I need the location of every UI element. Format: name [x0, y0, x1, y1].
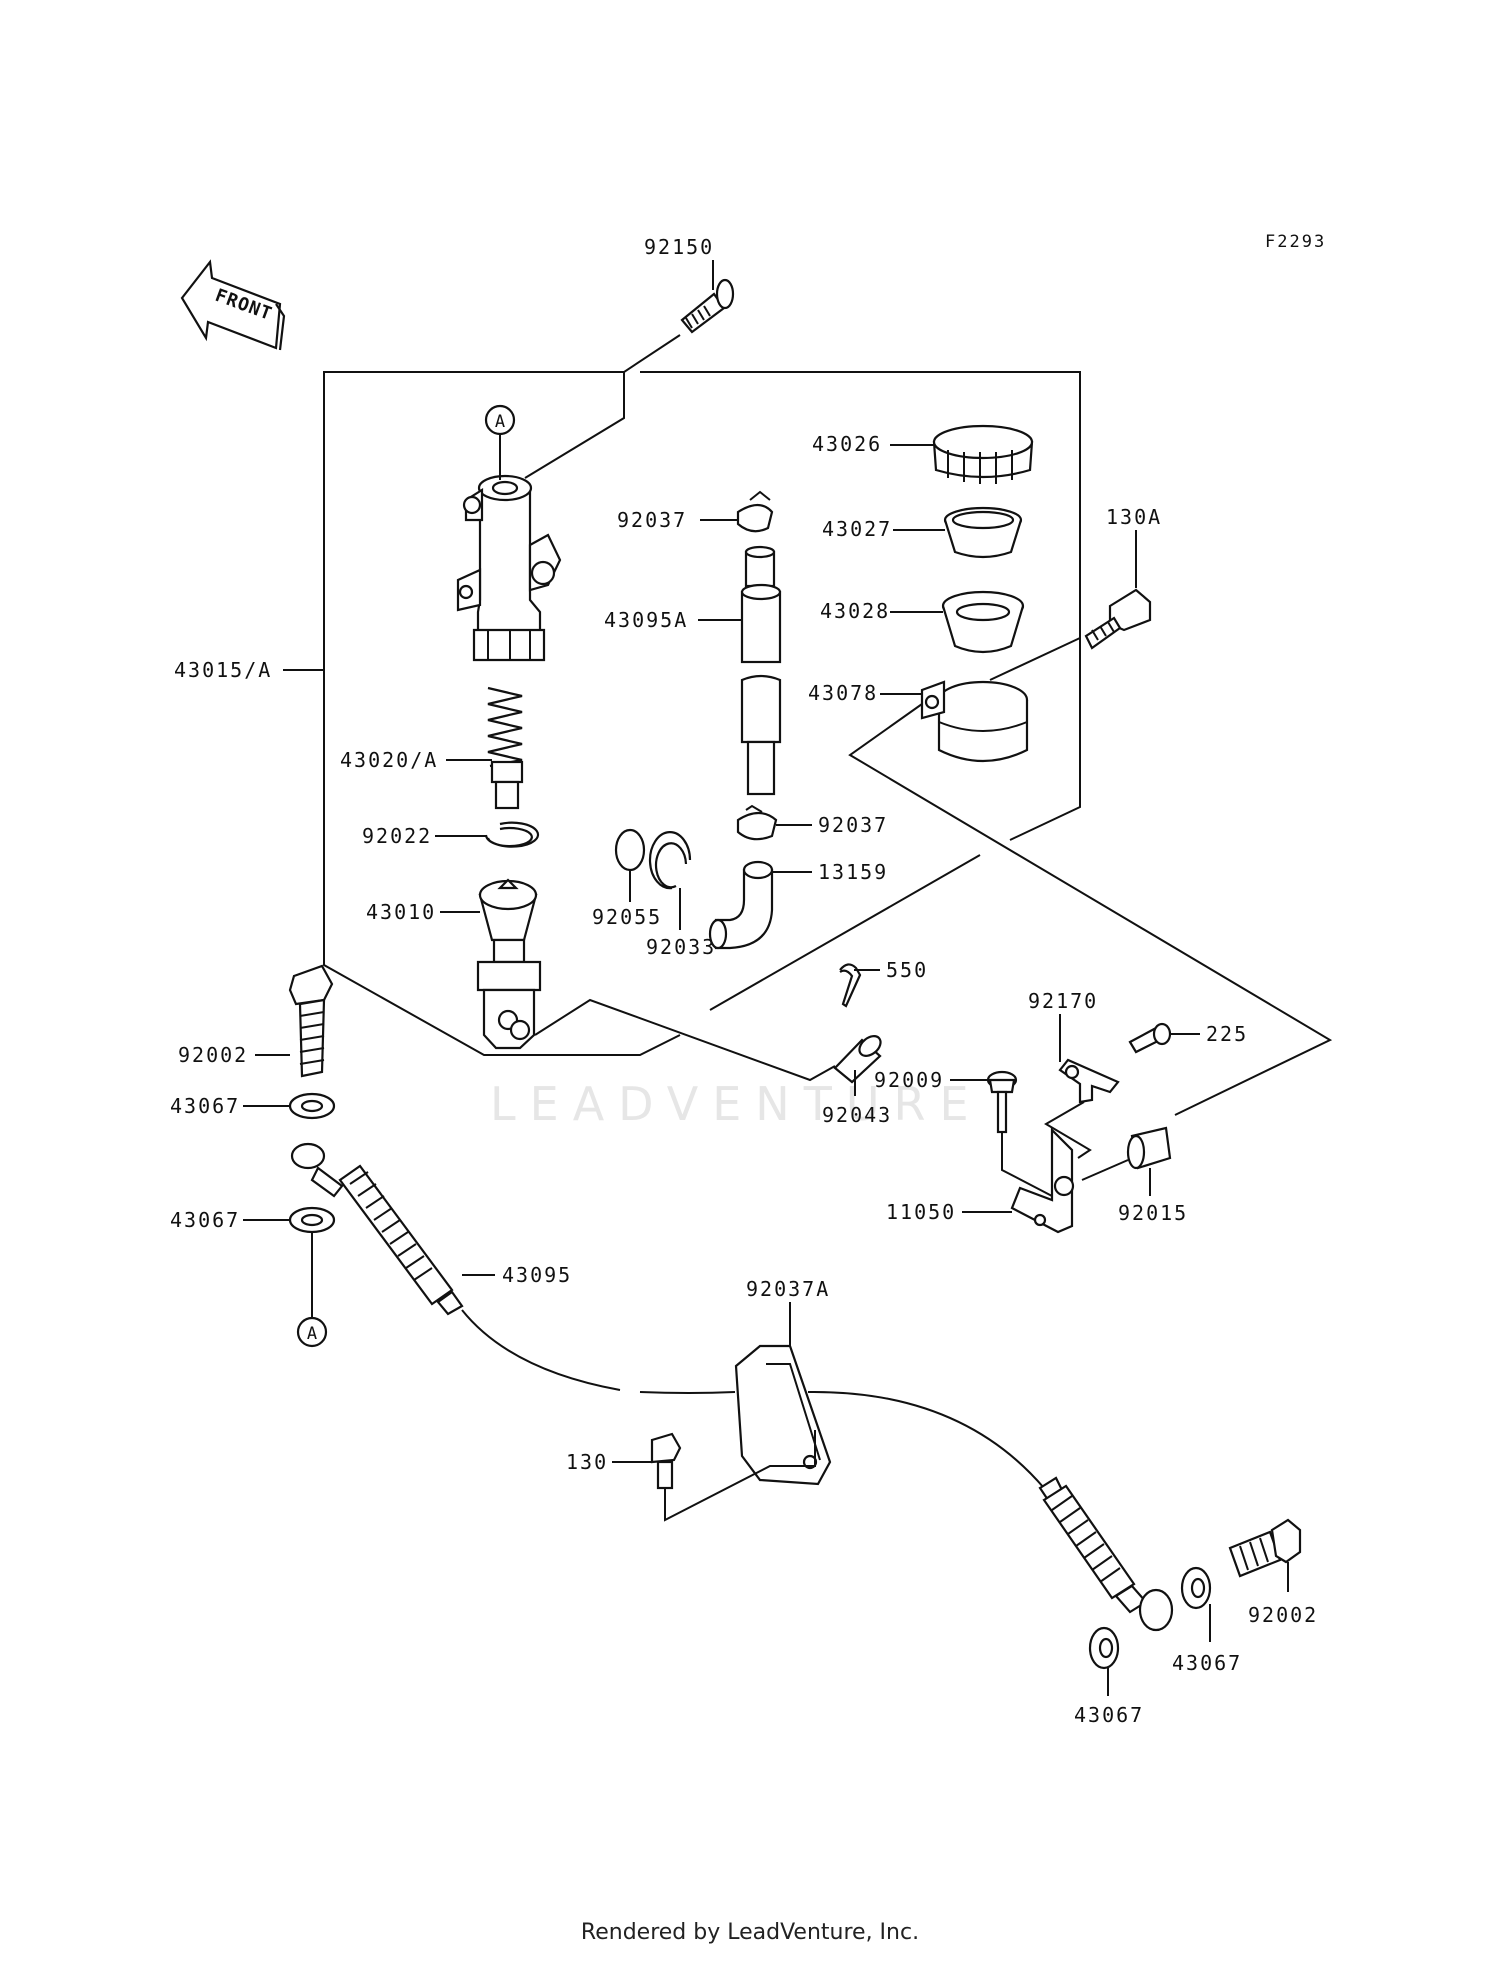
hose-43095-lower-end	[1038, 1476, 1174, 1632]
callout-13159: 13159	[818, 860, 888, 884]
callout-43010: 43010	[366, 900, 436, 924]
callout-11050: 11050	[886, 1200, 956, 1224]
ref-marker-a-top: A	[484, 404, 516, 436]
piston-43010	[476, 878, 542, 1050]
callout-92015: 92015	[1118, 1201, 1188, 1225]
hose-clamp-92037-bottom	[736, 804, 778, 841]
figure-code: F2293	[1265, 232, 1326, 252]
callout-92009: 92009	[874, 1068, 944, 1092]
hose-clamp-92037-top	[736, 490, 774, 533]
callout-43067-b: 43067	[170, 1208, 240, 1232]
collar-92015	[1126, 1126, 1172, 1170]
svg-text:A: A	[495, 412, 505, 432]
banjo-bolt-92002-right	[1228, 1518, 1302, 1578]
callout-43095: 43095	[502, 1263, 572, 1287]
callout-92055: 92055	[592, 905, 662, 929]
callout-43027: 43027	[822, 517, 892, 541]
circlip-92022	[484, 821, 540, 848]
washer-43067-c	[1180, 1566, 1212, 1610]
clevis-pin-92043	[833, 1035, 882, 1084]
o-ring-92055	[614, 828, 646, 872]
callout-225: 225	[1206, 1022, 1248, 1046]
bolt-130a	[1084, 588, 1152, 650]
callout-43026: 43026	[812, 432, 882, 456]
leader-lines	[243, 260, 1289, 1696]
callout-43015a: 43015/A	[174, 658, 272, 682]
callout-92170: 92170	[1028, 989, 1098, 1013]
callout-92037a: 92037A	[746, 1277, 830, 1301]
callout-92002-right: 92002	[1248, 1603, 1318, 1627]
cotter-pin-550	[839, 963, 862, 1008]
hose-43095	[290, 1142, 464, 1316]
callout-43067-c: 43067	[1172, 1651, 1242, 1675]
svg-text:A: A	[307, 1324, 317, 1344]
callout-92033: 92033	[646, 935, 716, 959]
master-cylinder-body	[456, 474, 562, 662]
assembly-frame	[323, 371, 681, 1056]
footer-credit: Rendered by LeadVenture, Inc.	[580, 1920, 920, 1945]
circlip-92033	[648, 831, 692, 890]
washer-43067-a	[288, 1092, 336, 1120]
hose-43095a	[740, 545, 782, 796]
cable-guide-92037a	[734, 1344, 832, 1486]
callout-43078: 43078	[808, 681, 878, 705]
washer-43067-d	[1088, 1626, 1120, 1670]
callout-92043: 92043	[822, 1103, 892, 1127]
callout-130a: 130A	[1106, 505, 1162, 529]
callout-92037: 92037	[617, 508, 687, 532]
callout-550: 550	[886, 958, 928, 982]
bleeder-screw-92150	[680, 278, 735, 334]
diaphragm-plate-43027	[943, 506, 1023, 559]
callout-130: 130	[566, 1450, 608, 1474]
front-arrow-icon: FRONT	[180, 259, 286, 351]
bracket-92170	[1058, 1058, 1120, 1104]
bracket-11050	[1010, 1127, 1075, 1234]
callout-43028: 43028	[820, 599, 890, 623]
screw-92009	[986, 1070, 1018, 1134]
washer-43067-b	[288, 1206, 336, 1234]
callout-43020a: 43020/A	[340, 748, 438, 772]
ref-marker-a-bottom: A	[296, 1316, 328, 1348]
elbow-fitting-13159	[708, 860, 774, 950]
spring-43020a	[487, 686, 524, 810]
cap-43026	[932, 424, 1034, 484]
callout-43067-a: 43067	[170, 1094, 240, 1118]
bolt-130	[650, 1432, 682, 1490]
callout-43067-d: 43067	[1074, 1703, 1144, 1727]
banjo-bolt-92002-left	[288, 964, 334, 1078]
watermark: LEADVENTURE	[490, 1077, 983, 1131]
callout-92002-left: 92002	[178, 1043, 248, 1067]
callout-92037-lower: 92037	[818, 813, 888, 837]
reservoir-43078	[920, 680, 1029, 763]
callout-92150: 92150	[644, 235, 714, 259]
screw-225	[1128, 1022, 1172, 1054]
callout-92022: 92022	[362, 824, 432, 848]
diaphragm-43028	[941, 590, 1025, 654]
callout-43095a: 43095A	[604, 608, 688, 632]
